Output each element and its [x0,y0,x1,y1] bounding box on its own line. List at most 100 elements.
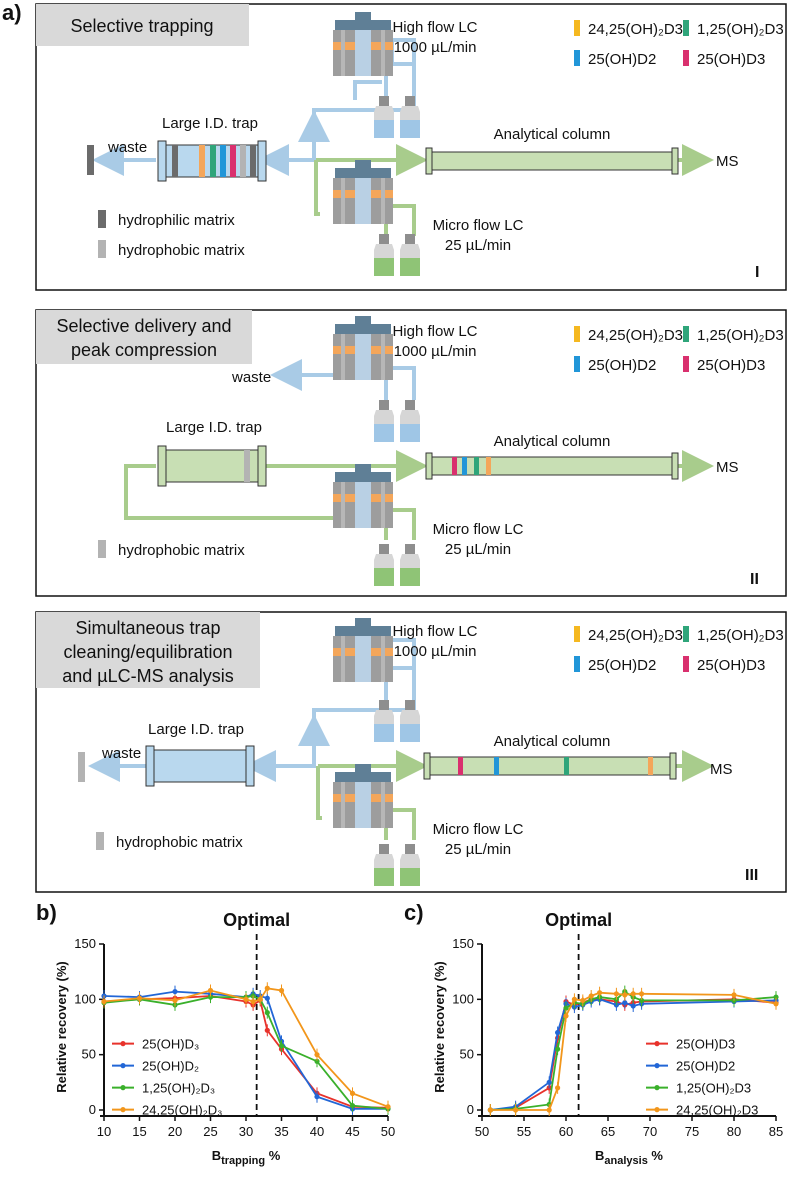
series-line [103,987,389,1108]
x-tick-label: 35 [274,1124,288,1139]
y-tick-label: 50 [460,1047,474,1062]
x-tick-label: 65 [601,1124,615,1139]
x-axis-label: Banalysis % [595,1148,663,1167]
panel-title: Simultaneous trap [75,618,220,638]
matrix-label: hydrophobic matrix [116,834,243,851]
high-flow-rate: 1000 µL/min [394,643,477,660]
trap-label: Large I.D. trap [148,721,244,738]
data-point [639,991,645,997]
legend-marker [120,1085,126,1091]
waste-label: waste [101,745,141,762]
legend-label: 24,25(OH)₂D3 [588,327,683,344]
high-flow-label: High flow LC [392,19,477,36]
data-point [172,988,178,995]
high-flow-lc-icon [333,618,393,682]
waste-marker [87,145,94,175]
legend-marker [654,1041,660,1047]
high-flow-rate: 1000 µL/min [394,343,477,360]
micro-flow-rate: 25 µL/min [445,841,511,858]
data-point [314,1058,320,1064]
legend-swatch [574,656,580,672]
micro-flow-label: Micro flow LC [433,821,524,838]
data-point [622,992,628,998]
data-point [773,994,779,1000]
legend-label: 25(OH)D3 [697,657,765,674]
panel-II: Selective delivery and peak compression … [35,309,787,597]
data-point [349,1102,356,1109]
y-axis-label: Relative recovery (%) [432,961,447,1093]
data-point [257,996,263,1002]
data-point [546,1107,552,1113]
legend-swatch [574,356,580,372]
legend-label: 24,25(OH)₂D3 [588,21,683,38]
data-point [555,1046,561,1052]
legend-label: 25(OH)D3 [697,357,765,374]
data-point [278,987,285,994]
data-point [630,1003,636,1009]
panel-I: Selective trapping High flow LC 1000 µL/… [35,3,787,291]
micro-flow-lc-icon [333,464,393,528]
ms-label: MS [716,153,739,170]
legend-marker [120,1041,126,1047]
legend-swatch [574,20,580,36]
trap-label: Large I.D. trap [162,115,258,132]
data-point [264,1027,270,1033]
data-point [314,1094,320,1100]
x-tick-label: 15 [132,1124,146,1139]
optimal-label: Optimal [223,910,290,930]
legend-label: 25(OH)D2 [588,357,656,374]
legend-swatch [683,326,689,342]
data-point [563,1005,569,1011]
legend-label: 25(OH)D3 [697,51,765,68]
x-axis-label: Btrapping % [212,1148,281,1167]
data-point [773,1001,779,1007]
x-tick-label: 50 [381,1124,395,1139]
large-id-trap [145,745,255,787]
y-tick-label: 100 [452,991,474,1006]
data-point [513,1107,519,1113]
x-tick-label: 10 [97,1124,111,1139]
series-line [103,990,388,1110]
x-tick-label: 80 [727,1124,741,1139]
legend-label: 24,25(OH)₂D₃ [142,1103,222,1118]
panel-title: cleaning/equilibration [63,642,232,662]
data-point [101,998,107,1005]
data-point [207,994,214,1000]
legend-swatch [574,326,580,342]
legend-marker [654,1085,660,1091]
data-point [264,985,270,991]
data-point [487,1107,493,1113]
ms-label: MS [716,459,739,476]
series-line [103,995,389,1110]
matrix-label: hydrophobic matrix [118,542,245,559]
legend-label: 1,25(OH)₂D3 [697,627,784,644]
legend-label: 1,25(OH)₂D3 [676,1081,751,1096]
x-tick-label: 20 [168,1124,182,1139]
data-point [630,991,636,997]
legend-swatch [683,356,689,372]
y-tick-label: 0 [89,1102,96,1117]
panel-roman-numeral: III [745,867,758,884]
data-point [639,997,645,1004]
data-point [278,1043,285,1049]
micro-flow-label: Micro flow LC [433,217,524,234]
x-tick-label: 40 [310,1124,324,1139]
micro-flow-lc-icon [333,160,393,224]
legend-label: 24,25(OH)₂D3 [676,1103,758,1118]
data-point [207,987,214,994]
analytical-column [425,452,679,480]
legend-label: 1,25(OH)₂D3 [697,327,784,344]
data-point [731,992,737,998]
micro-flow-rate: 25 µL/min [445,237,511,254]
x-tick-label: 55 [517,1124,531,1139]
legend-label: 25(OH)D₂ [142,1059,199,1074]
high-flow-label: High flow LC [392,323,477,340]
y-axis-label: Relative recovery (%) [54,961,69,1093]
data-point [243,996,249,1002]
analytical-column [425,147,679,175]
data-point [597,990,603,996]
data-point [613,991,620,997]
panel-III: Simultaneous trap cleaning/equilibration… [35,611,787,893]
y-tick-label: 50 [82,1047,96,1062]
